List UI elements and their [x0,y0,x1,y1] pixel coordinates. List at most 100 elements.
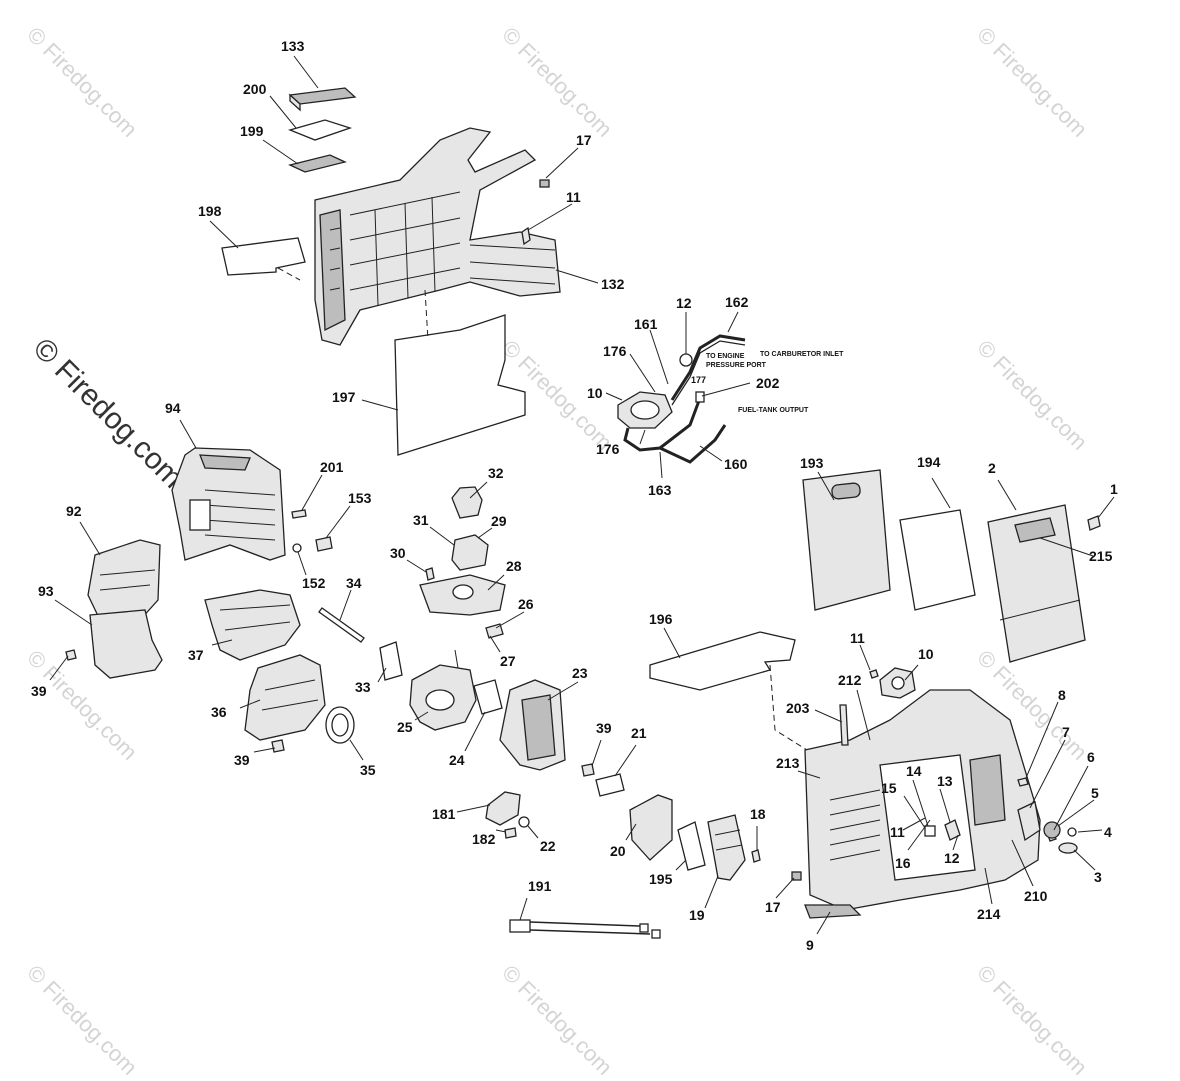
callout-label: 18 [750,806,766,822]
callout-label: 94 [165,400,181,416]
callout-label: 12 [944,850,960,866]
part-193-panel [802,469,891,611]
callout-label: 14 [906,763,922,779]
part-39-screw [581,763,595,777]
part-26-clip [485,623,504,639]
part-177-fitting [695,391,705,403]
part-4-washer [1067,827,1077,837]
part-181-bracket [485,791,521,826]
callout-label: 197 [332,389,356,405]
part-18-screw [751,849,761,863]
callout-label: 176 [596,441,620,457]
part-32-cap [451,486,483,519]
callout-label: 36 [211,704,227,720]
part-201-bolt [291,509,307,519]
part-10-fuel-pump [617,391,673,429]
callout-label: 11 [566,189,581,205]
callout-label: 17 [576,132,592,148]
callout-label: 37 [188,647,204,663]
callout-label: 198 [198,203,222,219]
part-17-clip [539,179,550,188]
part-35-gasket [325,706,355,744]
part-19-cover [707,814,746,881]
callout-label: 16 [895,855,911,871]
part-212-main-housing [804,689,1041,919]
part-160-hose [659,424,727,464]
part-30-screw [425,567,435,581]
part-3-cap [1058,842,1078,854]
part-93-shroud [89,609,163,679]
part-23-air-box [499,679,566,771]
part-17-clip [791,871,802,881]
leader-lines [49,55,1115,935]
callout-label: 23 [572,665,588,681]
callout-label: 210 [1024,888,1048,904]
part-15-block [924,825,936,837]
note-carburetor-inlet: TO CARBURETOR INLET [760,351,844,358]
part-182-pin [504,827,517,839]
callout-label: 13 [937,773,953,789]
callout-label: 39 [234,752,250,768]
callout-label: 181 [432,806,456,822]
part-25-carburetor [409,649,477,731]
part-191-wire-harness [509,919,661,939]
callout-label: 199 [240,123,264,139]
part-199-foam [288,154,347,173]
callout-label: 34 [346,575,362,591]
callout-label: 11 [890,824,905,840]
callout-label: 213 [776,755,800,771]
note-engine-pressure-2: PRESSURE PORT [706,362,767,369]
callout-label: 29 [491,513,507,529]
part-39-screw [65,649,77,661]
callout-label: 11 [850,630,865,646]
callout-label: 195 [649,871,673,887]
part-200-pad [287,119,353,141]
part-20-foam [629,794,673,861]
part-94-engine-block [171,447,286,561]
callout-label: 162 [725,294,749,310]
callout-label: 193 [800,455,824,471]
callout-label: 215 [1089,548,1113,564]
callout-label: 35 [360,762,376,778]
callout-label: 10 [918,646,934,662]
callout-label: 9 [806,937,814,953]
note-fuel-tank-output: FUEL-TANK OUTPUT [738,407,809,414]
part-152-ring [292,543,302,553]
callout-label: 212 [838,672,862,688]
callout-label: 32 [488,465,504,481]
callout-label: 19 [689,907,705,923]
callout-label: 93 [38,583,54,599]
part-203-rod [839,704,849,746]
part-39-screw [271,739,285,753]
callout-label: 163 [648,482,672,498]
callout-label: 10 [587,385,603,401]
callout-label: 177 [691,375,706,385]
part-2-side-cover [987,504,1086,663]
callout-label: 28 [506,558,522,574]
part-28-base [419,574,506,616]
callout-label: 196 [649,611,673,627]
callout-label: 15 [881,780,897,796]
callout-label: 22 [540,838,556,854]
callout-label: 92 [66,503,82,519]
callout-label: 39 [31,683,47,699]
callout-label: 33 [355,679,371,695]
callout-label: 152 [302,575,326,591]
callout-label: 7 [1062,724,1070,740]
callout-label: 2 [988,460,996,476]
part-33-gasket [379,641,403,681]
callout-label: 24 [449,752,465,768]
part-196-pad [649,631,796,691]
part-11-screw [521,226,531,246]
part-labels: 133 200 199 17 11 198 132 197 12 162 161… [31,38,1118,953]
callout-label: 8 [1058,687,1066,703]
exploded-view: TO CARBURETOR INLET TO ENGINE PRESSURE P… [31,38,1118,953]
part-162-hose [670,334,746,401]
part-34-rod [318,607,365,643]
callout-label: 3 [1094,869,1102,885]
callout-label: 4 [1104,824,1112,840]
callout-label: 153 [348,490,372,506]
callout-label: 21 [631,725,647,741]
part-1-screw [1087,515,1101,531]
parts-diagram: © Firedog.com © Firedog.com © Firedog.co… [22,22,1118,1080]
